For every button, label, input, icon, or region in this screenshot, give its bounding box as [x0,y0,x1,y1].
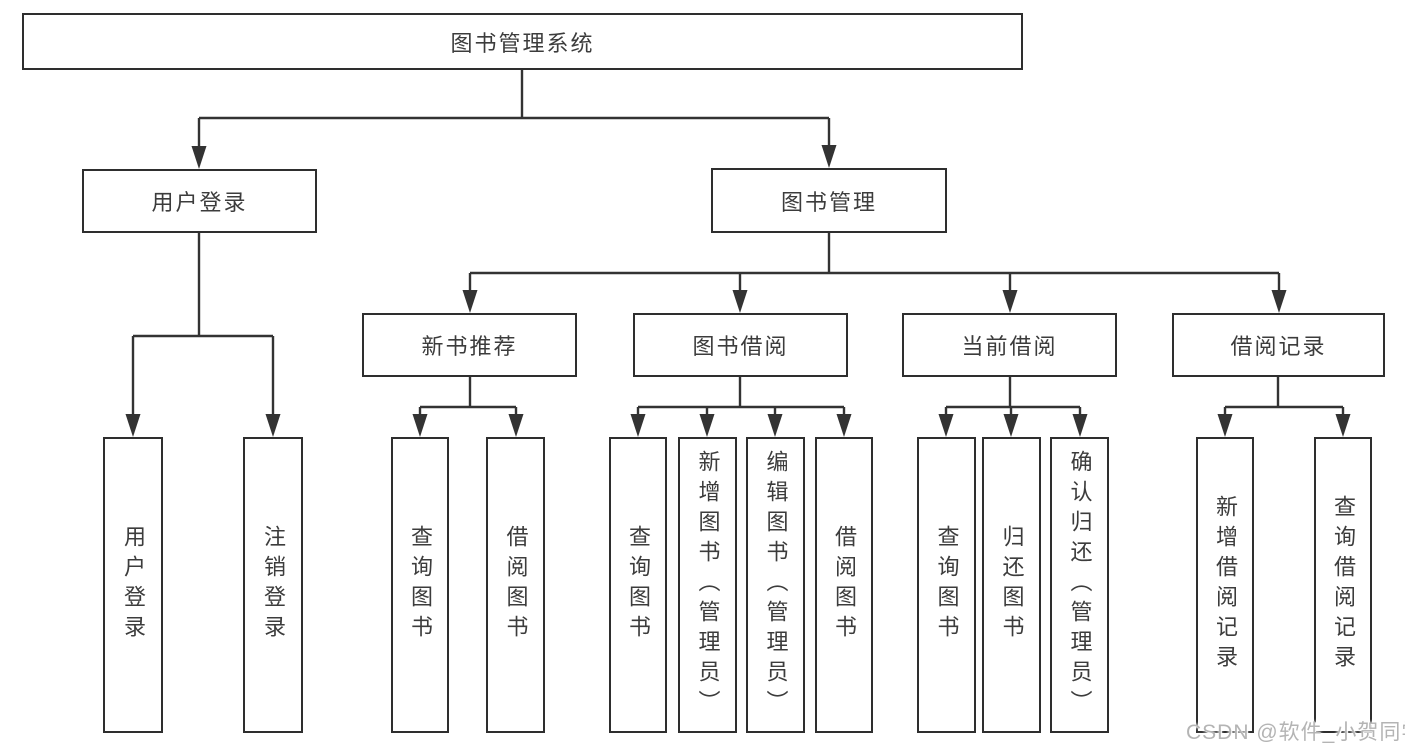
node-logout-leaf: 注销登录 [243,437,303,733]
node-return-books: 归还图书 [982,437,1041,733]
node-borrow-books-2: 借阅图书 [815,437,873,733]
node-new-book-recommend: 新书推荐 [362,313,577,377]
node-add-book-admin: 新增图书（管理员） [678,437,737,733]
node-query-books-1: 查询图书 [391,437,449,733]
node-borrowing-records: 借阅记录 [1172,313,1385,377]
node-current-borrowing: 当前借阅 [902,313,1117,377]
node-book-management: 图书管理 [711,168,947,233]
node-user-login-leaf: 用户登录 [103,437,163,733]
node-book-borrowing: 图书借阅 [633,313,848,377]
node-edit-book-admin: 编辑图书（管理员） [746,437,805,733]
node-query-books-3: 查询图书 [917,437,976,733]
watermark: CSDN @软件_小贺同学 [1186,721,1405,744]
node-add-borrow-record: 新增借阅记录 [1196,437,1254,733]
node-query-books-2: 查询图书 [609,437,667,733]
node-library-system: 图书管理系统 [22,13,1023,70]
node-confirm-return-admin: 确认归还（管理员） [1050,437,1109,733]
node-borrow-books-1: 借阅图书 [486,437,545,733]
node-query-borrow-record: 查询借阅记录 [1314,437,1372,733]
node-user-login: 用户登录 [82,169,317,233]
